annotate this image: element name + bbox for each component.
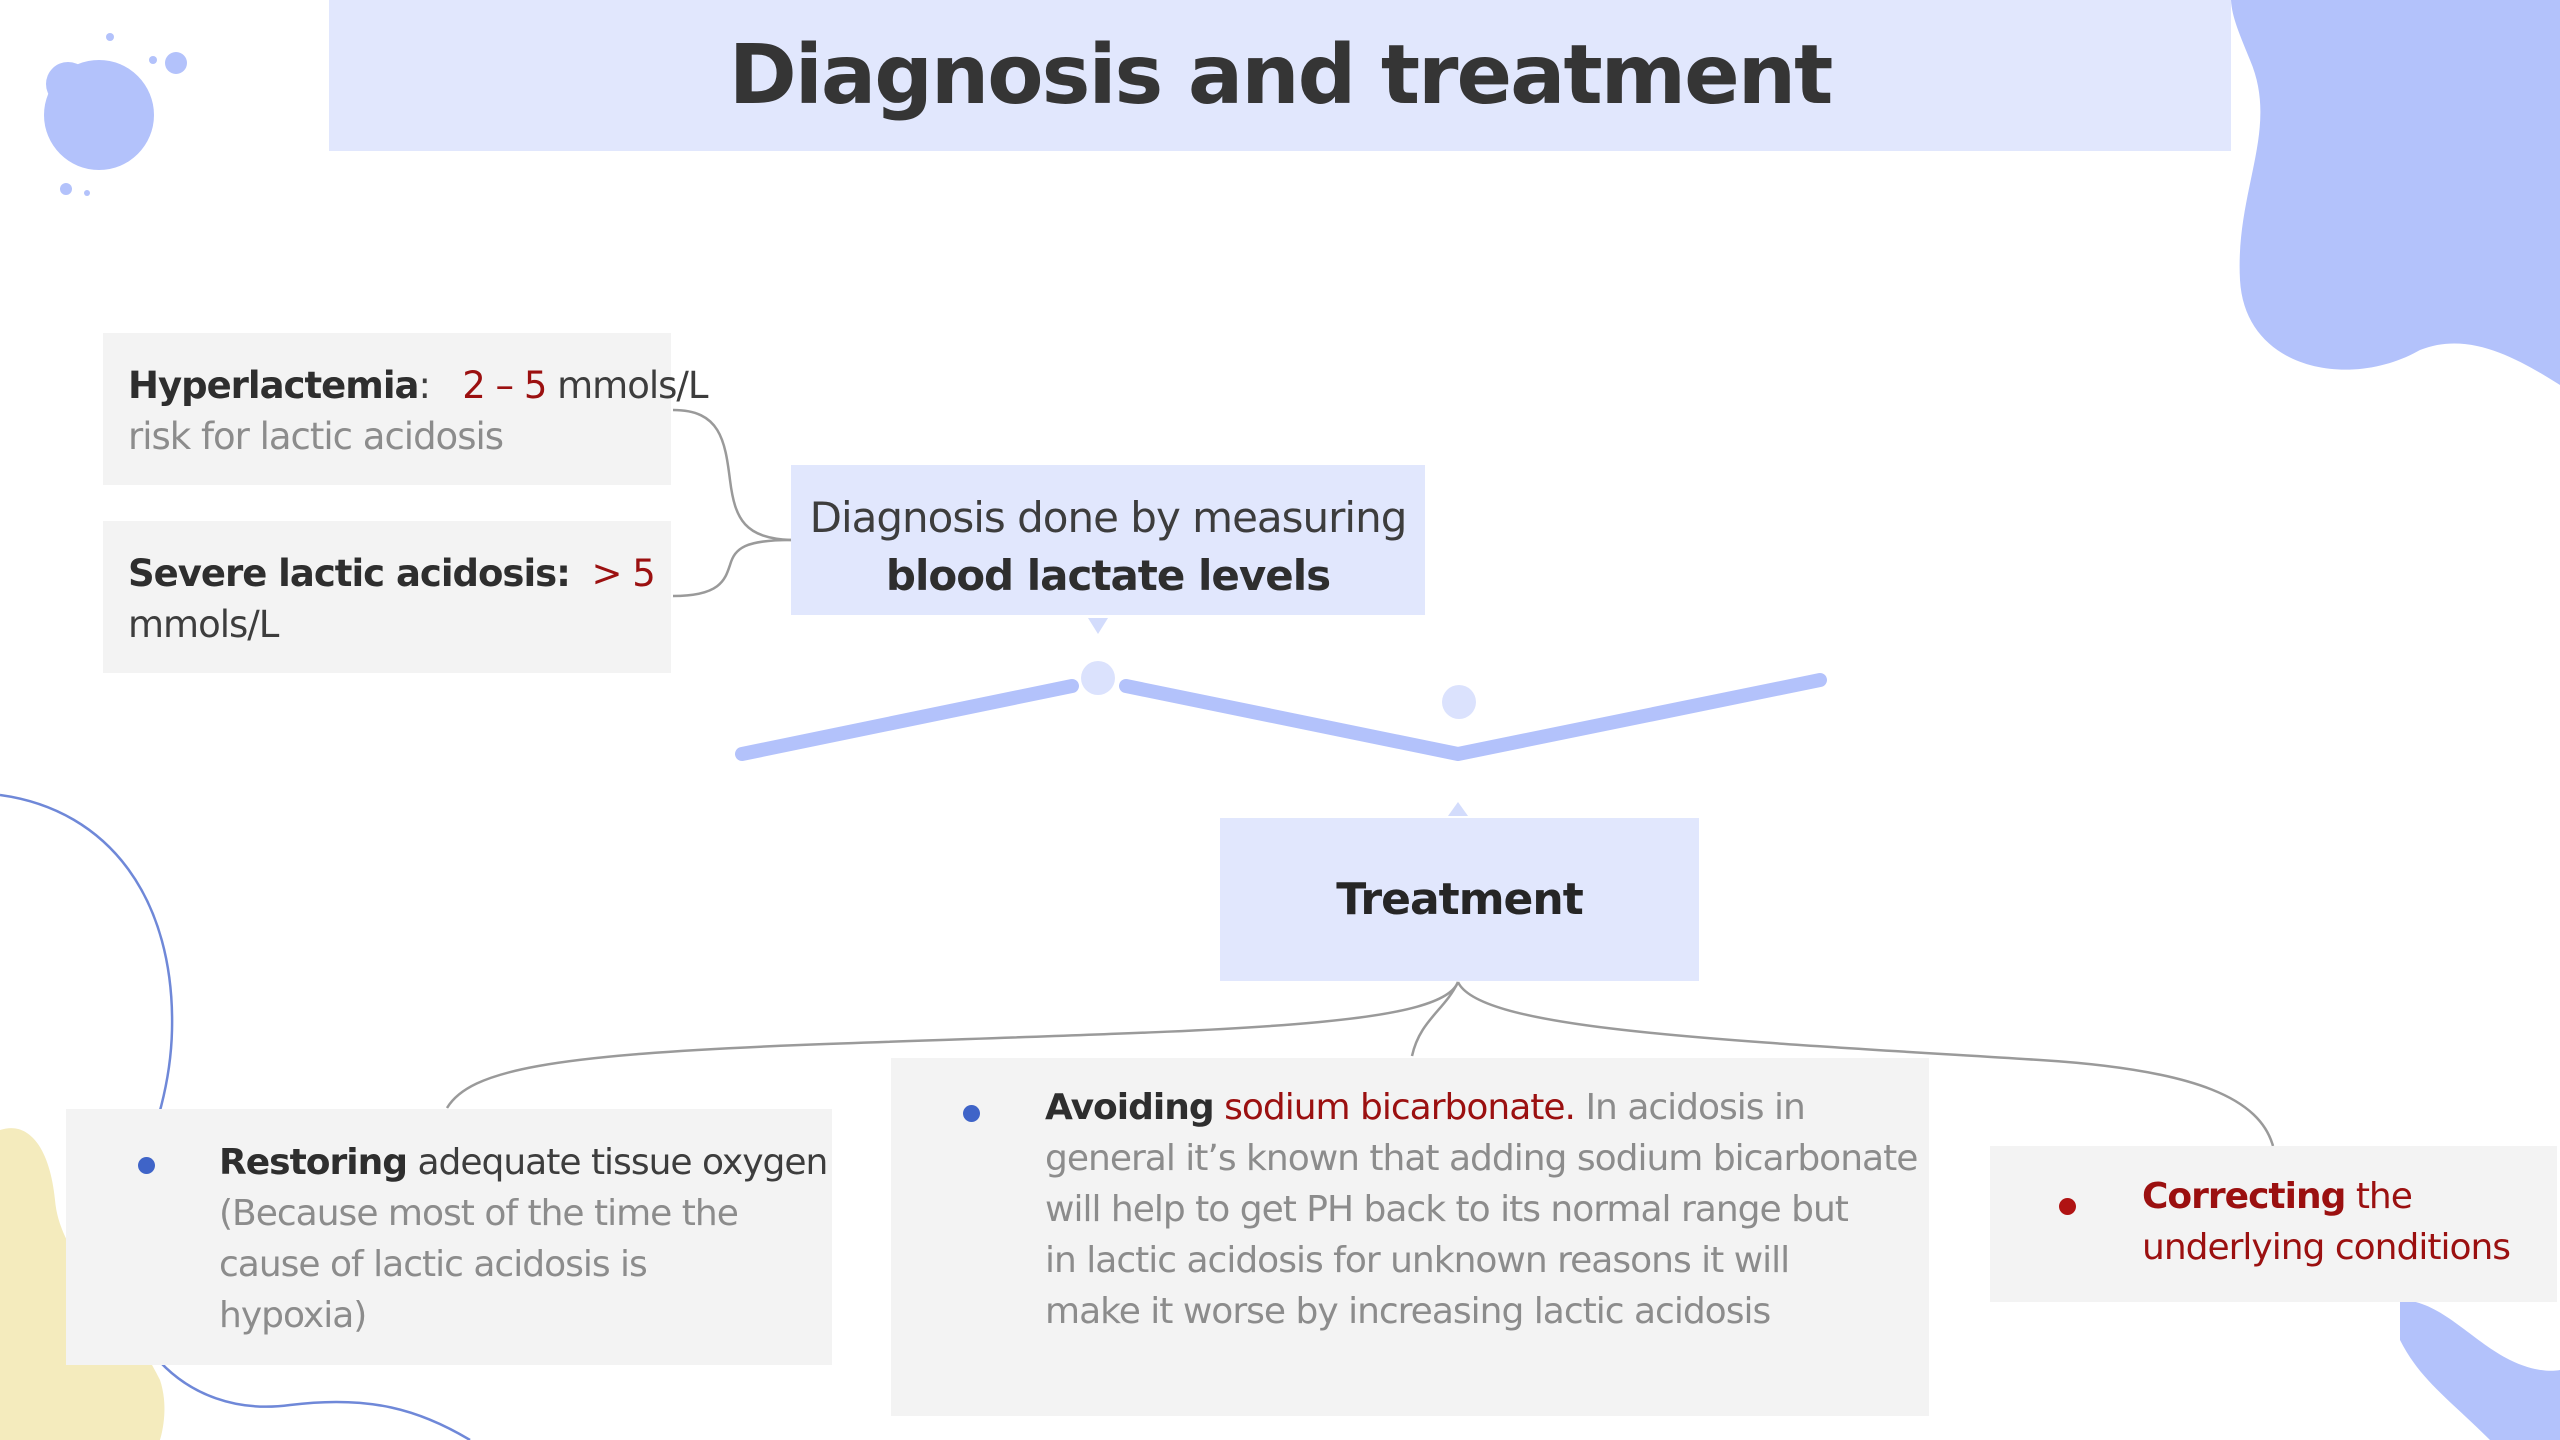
title-bar: Diagnosis and treatment [329, 0, 2231, 151]
severe-value: > 5 [591, 552, 656, 595]
treatment-item-avoiding: Avoiding sodium bicarbonate. In acidosis… [891, 1058, 1929, 1416]
slide-title: Diagnosis and treatment [728, 28, 1834, 123]
severe-label: Severe lactic acidosis: [128, 552, 571, 595]
severe-line1: Severe lactic acidosis: > 5 [128, 548, 656, 599]
item-line: general it’s known that adding sodium bi… [1045, 1138, 1918, 1179]
treatment-item-correcting: Correcting the underlying conditions [1990, 1146, 2557, 1302]
item-line: in lactic acidosis for unknown reasons i… [1045, 1240, 1790, 1281]
hyperlactemia-range: 2 – 5 [462, 364, 547, 407]
diagnosis-line2: blood lactate levels [885, 551, 1331, 600]
item-line: (Because most of the time the [219, 1193, 739, 1234]
treatment-item-restoring: Restoring adequate tissue oxygen (Becaus… [66, 1109, 832, 1365]
treatment-item-text: Avoiding sodium bicarbonate. In acidosis… [1045, 1082, 1918, 1337]
hyperlactemia-label: Hyperlactemia [128, 364, 419, 407]
severe-box: Severe lactic acidosis: > 5 mmols/L [103, 521, 671, 673]
hyperlactemia-unit: mmols/L [546, 364, 708, 407]
treatment-box: Treatment [1220, 818, 1699, 981]
hyperlactemia-line1: Hyperlactemia: 2 – 5 mmols/L [128, 360, 708, 411]
treatment-heading: Treatment [1336, 874, 1583, 925]
item-rest: In acidosis in [1575, 1087, 1805, 1128]
diagnosis-line1: Diagnosis done by measuring [809, 493, 1408, 542]
item-line: hypoxia) [219, 1295, 367, 1336]
bullet-icon [2059, 1198, 2076, 1215]
corner-wave [2231, 0, 2560, 385]
item-bold: Restoring [219, 1142, 408, 1183]
severe-unit: mmols/L [128, 603, 279, 646]
item-bold: Avoiding [1045, 1087, 1215, 1128]
bullet-icon [138, 1157, 155, 1174]
item-line: underlying conditions [2142, 1227, 2511, 1268]
item-line: cause of lactic acidosis is [219, 1244, 648, 1285]
bullet-icon [963, 1105, 980, 1122]
treatment-item-text: Restoring adequate tissue oxygen (Becaus… [219, 1137, 828, 1341]
hyperlactemia-note: risk for lactic acidosis [128, 415, 504, 458]
item-line: will help to get PH back to its normal r… [1045, 1189, 1849, 1230]
item-line: make it worse by increasing lactic acido… [1045, 1291, 1771, 1332]
item-highlight: sodium bicarbonate. [1213, 1087, 1576, 1128]
diagnosis-box: Diagnosis done by measuring blood lactat… [791, 465, 1425, 615]
hyperlactemia-text: Hyperlactemia: 2 – 5 mmols/L risk for la… [128, 360, 708, 462]
item-bold: Correcting [2142, 1176, 2346, 1217]
hyperlactemia-sep: : [418, 364, 431, 407]
item-rest: adequate tissue oxygen [407, 1142, 828, 1183]
hyperlactemia-box: Hyperlactemia: 2 – 5 mmols/L risk for la… [103, 333, 708, 485]
treatment-item-text: Correcting the underlying conditions [2142, 1171, 2511, 1273]
item-rest: the [2345, 1176, 2413, 1217]
severe-text: Severe lactic acidosis: > 5 mmols/L [128, 548, 656, 650]
